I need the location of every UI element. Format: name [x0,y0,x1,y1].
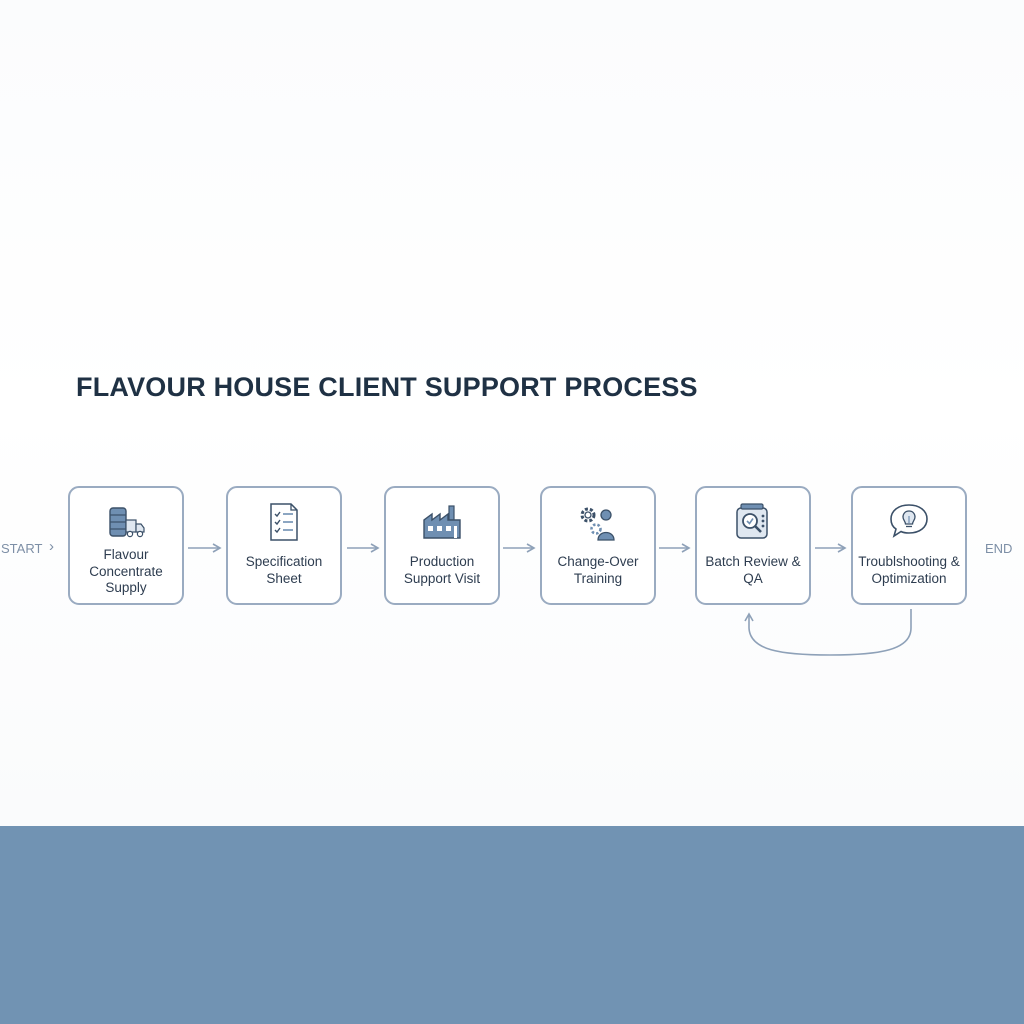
step-label: Production Support Visit [403,554,481,586]
magnifier-inspection-icon [736,503,768,539]
lightbulb-bubble-icon [890,504,928,538]
step-flavour-concentrate-supply[interactable]: Flavour Concentrate Supply [68,486,184,605]
step-label: Troublshooting & Optimization [858,554,960,586]
step-label: Specification Sheet [245,554,323,586]
step-specification-sheet[interactable]: Specification Sheet [226,486,342,605]
gears-person-icon [580,507,615,541]
diagram-title: FLAVOUR HOUSE CLIENT SUPPORT PROCESS [76,372,698,402]
start-label: START [1,541,43,556]
step-label: Batch Review & QA [705,554,801,586]
feedback-loop-arrow [744,609,912,656]
factory-icon [423,505,461,539]
step-label: Change-Over Training [557,554,639,586]
end-label: END [985,541,1013,556]
step-change-over-training[interactable]: Change-Over Training [540,486,656,605]
step-batch-review-qa[interactable]: Batch Review & QA [695,486,811,605]
step-production-support-visit[interactable]: Production Support Visit [384,486,500,605]
step-troubleshooting-optimization[interactable]: Troublshooting & Optimization [851,486,967,605]
step-label: Flavour Concentrate Supply [89,547,163,595]
start-chevron-icon: › [49,538,54,555]
drum-truck-icon [109,507,145,538]
checklist-document-icon [270,503,298,541]
footer-band [0,826,1024,1024]
